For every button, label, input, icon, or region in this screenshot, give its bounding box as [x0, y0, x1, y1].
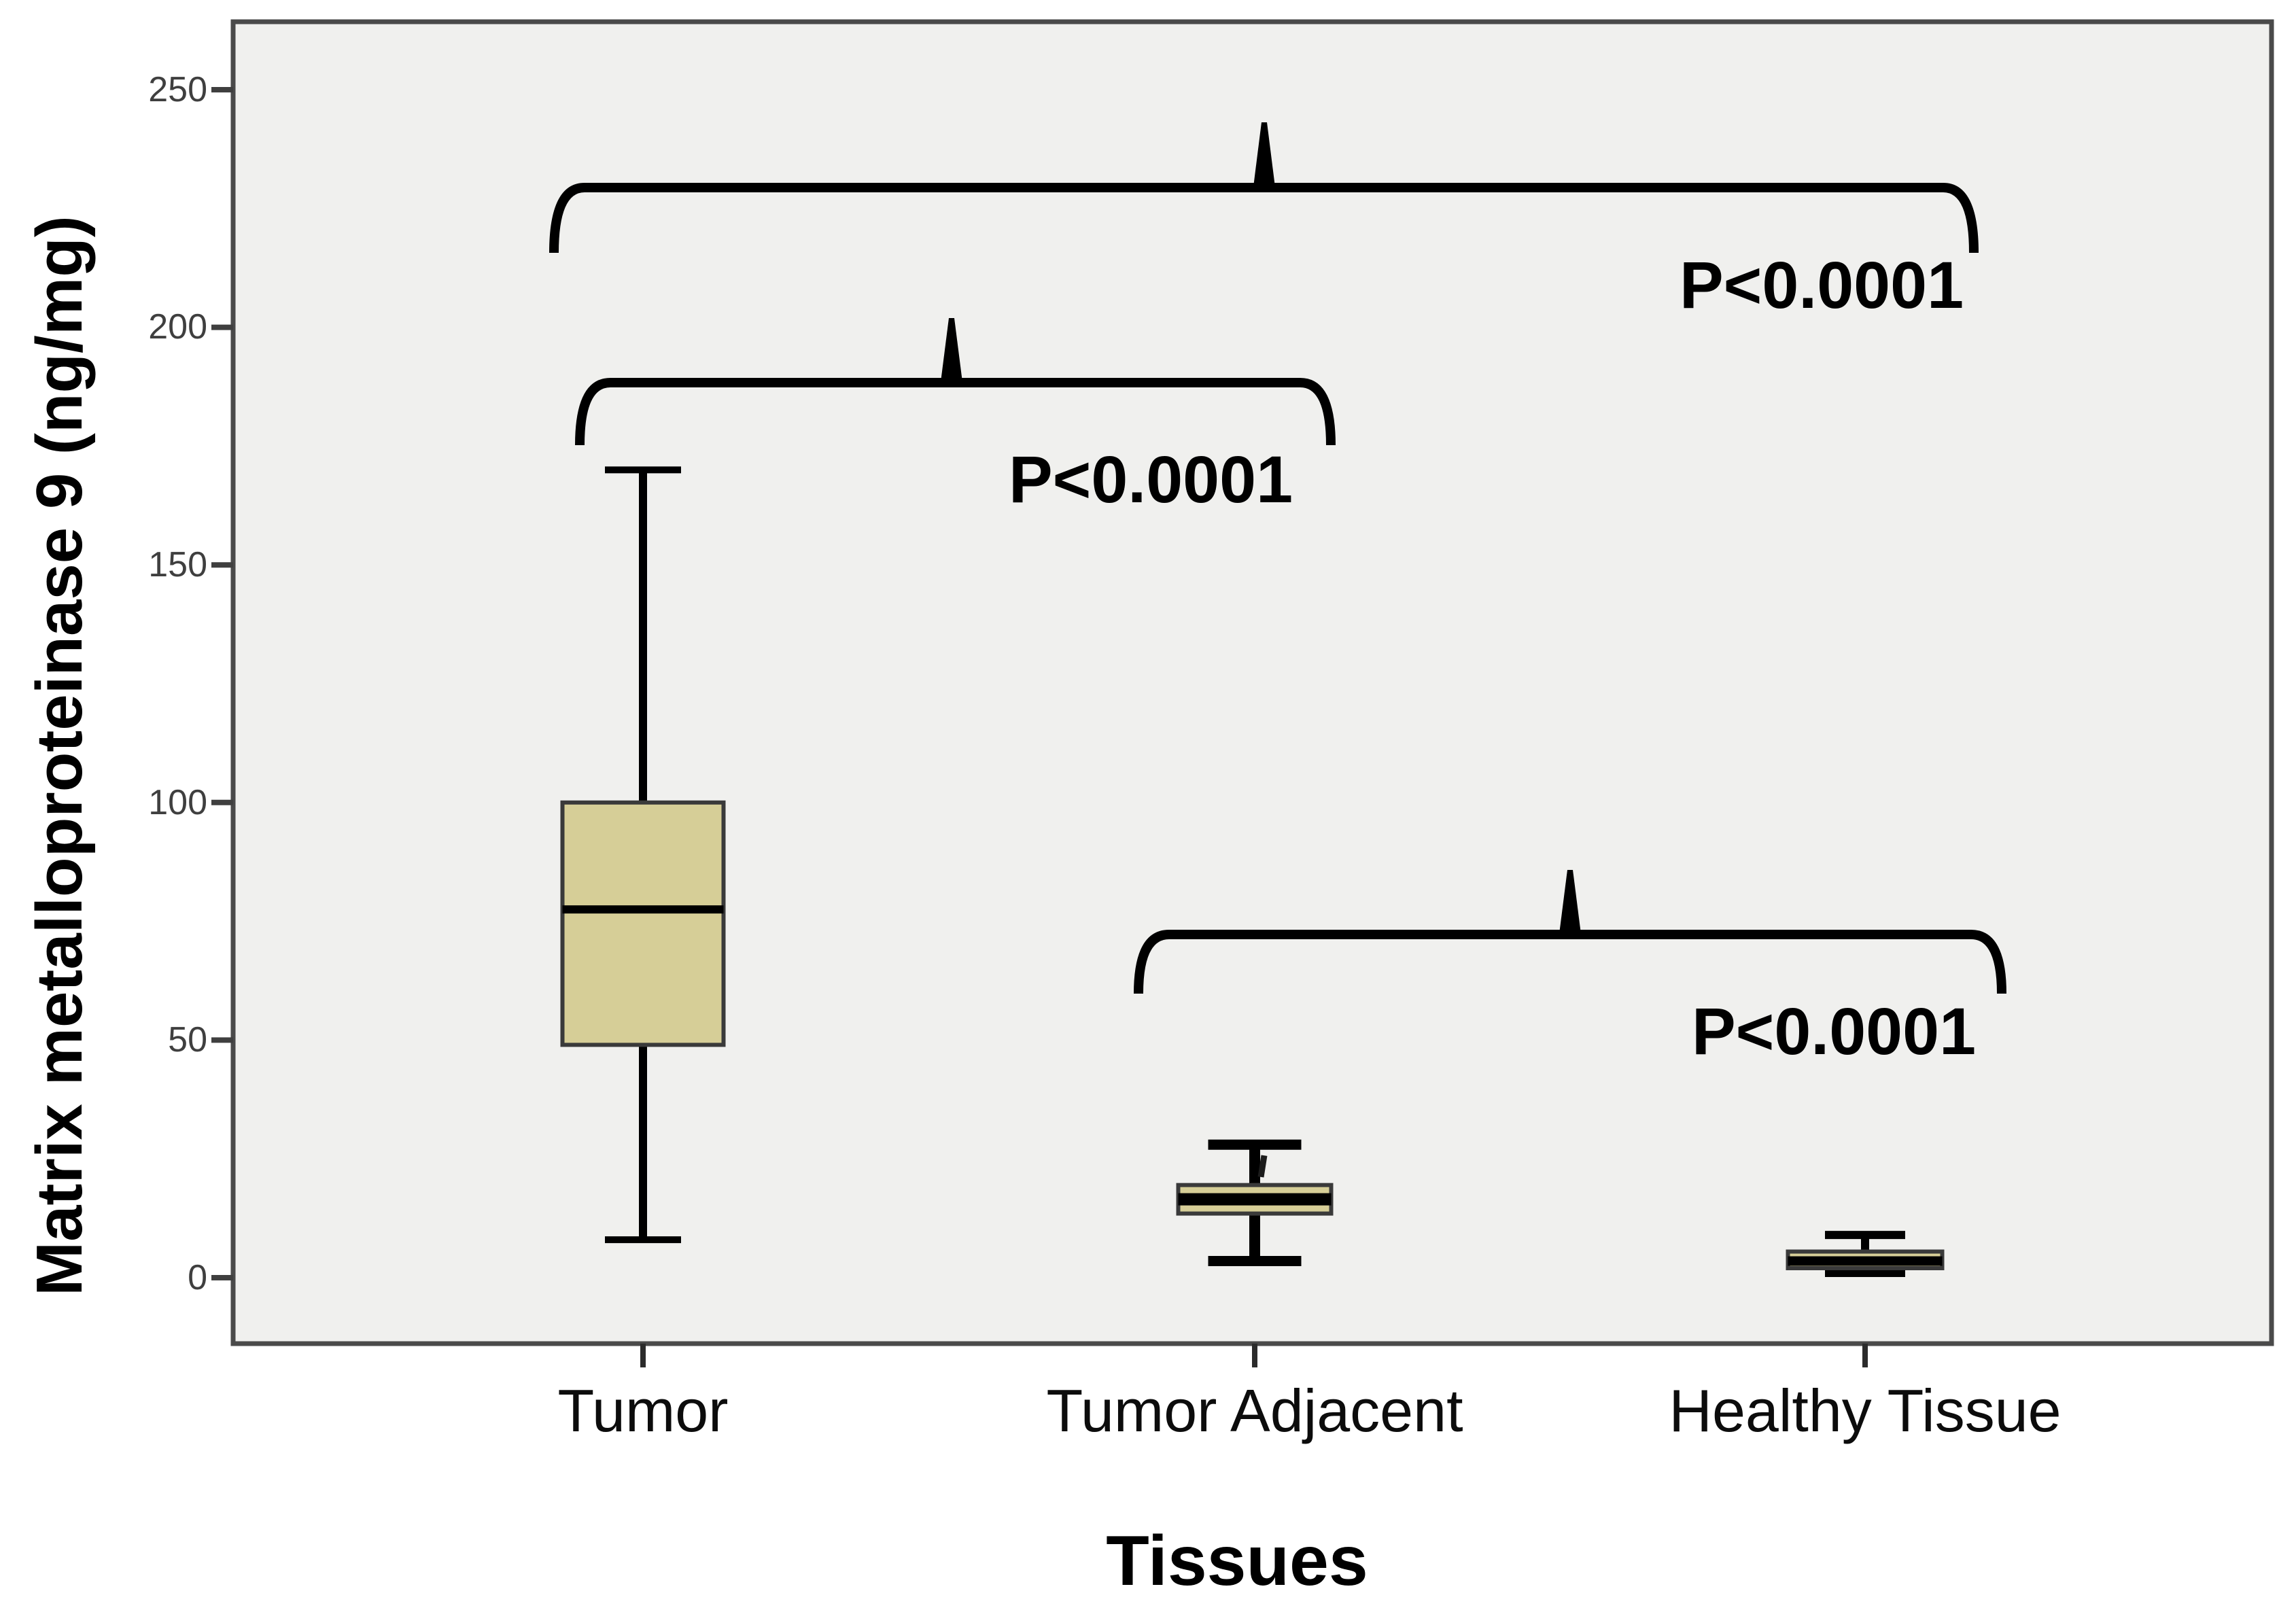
plot-area: [230, 19, 2274, 1346]
bracket-center-pointer-0: [1253, 122, 1276, 192]
y-tick-label-50: 50: [168, 1020, 207, 1060]
pvalue-label-tumor-vs-healthy: P<0.0001: [1679, 248, 1964, 322]
y-axis-title: Matrix metalloproteinase 9 (ng/mg): [23, 215, 96, 1296]
y-tick-label-200: 200: [148, 307, 207, 347]
x-category-label-healthy-tissue: Healthy Tissue: [1669, 1377, 2062, 1444]
y-tick-label-150: 150: [148, 545, 207, 584]
bracket-center-pointer-1: [940, 318, 963, 387]
bracket-center-pointer-2: [1559, 870, 1582, 939]
y-tick-label-0: 0: [188, 1258, 207, 1297]
iqr-box-tumor: [560, 800, 726, 1047]
pvalue-label-adjacent-vs-healthy: P<0.0001: [1691, 994, 1977, 1068]
x-category-label-tumor: Tumor: [557, 1377, 729, 1444]
y-tick-label-100: 100: [148, 783, 207, 822]
x-axis-title: Tissues: [1106, 1522, 1368, 1601]
x-category-label-tumor-adjacent: Tumor Adjacent: [1046, 1377, 1463, 1444]
pvalue-label-tumor-vs-adjacent: P<0.0001: [1008, 442, 1293, 517]
y-tick-label-250: 250: [148, 70, 207, 109]
